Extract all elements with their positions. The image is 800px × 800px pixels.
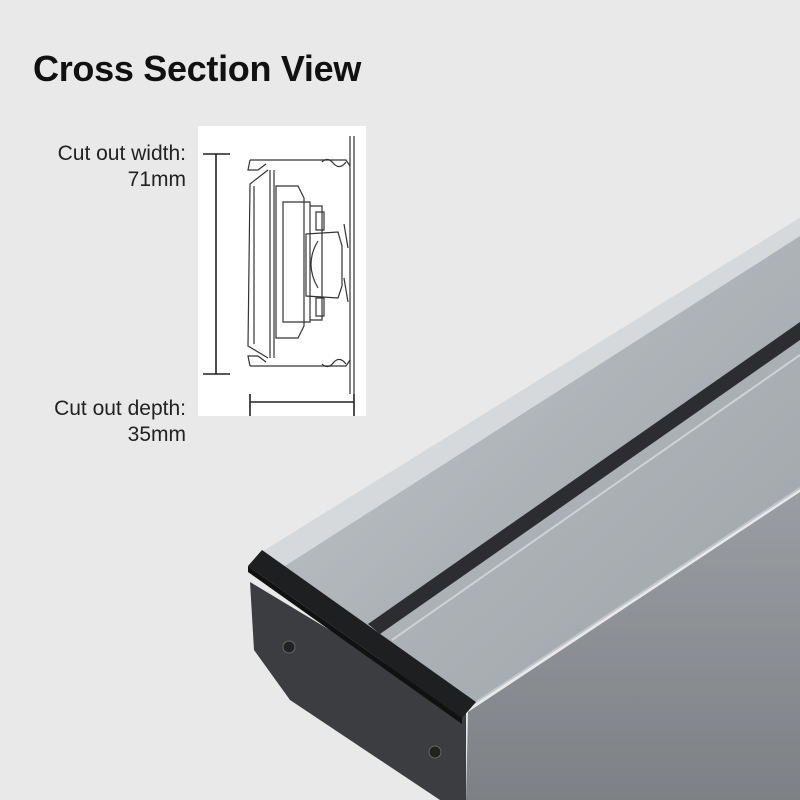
cut-out-width-label: Cut out width: 71mm — [58, 141, 186, 193]
end-cap — [248, 550, 476, 718]
cut-out-depth-label: Cut out depth: 35mm — [54, 396, 186, 448]
cross-section-diagram — [198, 126, 366, 416]
profile-side-face — [466, 492, 800, 800]
screw-icon — [282, 640, 296, 654]
screw-icon — [428, 745, 442, 759]
width-value: 71mm — [127, 168, 186, 191]
width-label-text: Cut out width: — [57, 142, 186, 165]
profile-end-face — [250, 582, 466, 800]
page-title: Cross Section View — [33, 48, 362, 89]
profile-center-groove — [368, 322, 800, 634]
depth-value: 35mm — [127, 423, 186, 446]
profile-top-surface — [262, 218, 800, 706]
depth-label-text: Cut out depth: — [54, 397, 186, 420]
